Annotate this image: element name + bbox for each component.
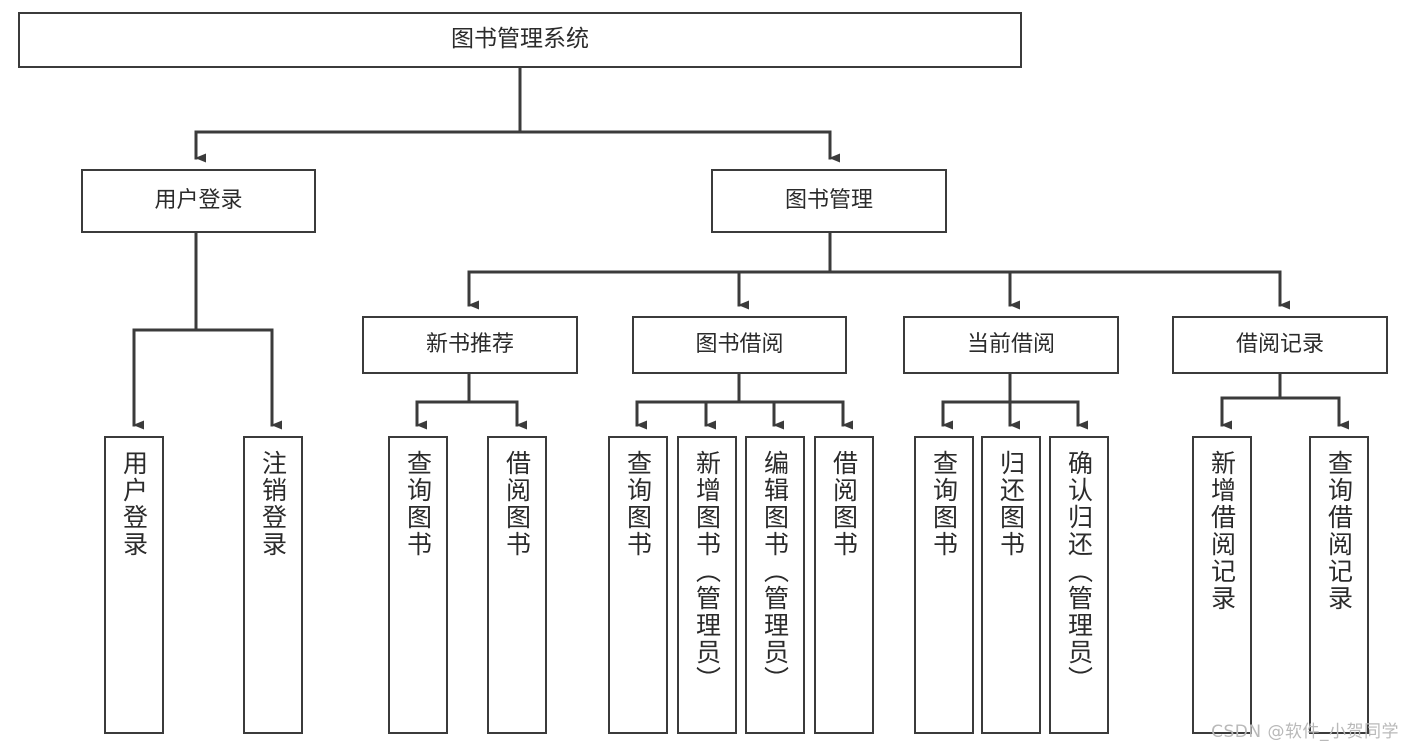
leaf-add-book-admin[interactable]: 新增图书（管理员） <box>677 436 737 734</box>
leaf-confirm-return-admin[interactable]: 确认归还（管理员） <box>1049 436 1109 734</box>
leaf-query-book-current[interactable]: 查询图书 <box>914 436 974 734</box>
leaf-borrow-book-recommend[interactable]: 借阅图书 <box>487 436 547 734</box>
node-label: 借阅图书 <box>829 450 859 558</box>
node-label: 当前借阅 <box>966 332 1055 358</box>
node-new-book-recommend[interactable]: 新书推荐 <box>362 316 578 374</box>
node-label: 确认归还（管理员） <box>1064 450 1094 693</box>
leaf-return-book[interactable]: 归还图书 <box>981 436 1041 734</box>
node-label: 图书管理 <box>784 188 873 214</box>
node-root-book-management-system[interactable]: 图书管理系统 <box>18 12 1022 68</box>
node-label: 注销登录 <box>258 450 288 558</box>
leaf-borrow-book[interactable]: 借阅图书 <box>814 436 874 734</box>
leaf-edit-book-admin[interactable]: 编辑图书（管理员） <box>745 436 805 734</box>
node-label: 借阅记录 <box>1235 332 1324 358</box>
node-label: 查询图书 <box>929 450 959 558</box>
leaf-add-borrow-record[interactable]: 新增借阅记录 <box>1192 436 1252 734</box>
node-label: 查询图书 <box>403 450 433 558</box>
node-label: 用户登录 <box>154 188 243 214</box>
node-label: 图书借阅 <box>695 332 784 358</box>
leaf-user-login[interactable]: 用户登录 <box>104 436 164 734</box>
node-current-borrow[interactable]: 当前借阅 <box>903 316 1119 374</box>
node-borrow-record[interactable]: 借阅记录 <box>1172 316 1388 374</box>
node-label: 新增借阅记录 <box>1207 450 1237 612</box>
node-label: 用户登录 <box>119 450 149 558</box>
leaf-query-borrow-record[interactable]: 查询借阅记录 <box>1309 436 1369 734</box>
node-label: 新增图书（管理员） <box>692 450 722 693</box>
node-label: 新书推荐 <box>425 332 514 358</box>
node-user-login[interactable]: 用户登录 <box>81 169 316 233</box>
node-label: 归还图书 <box>996 450 1026 558</box>
node-label: 编辑图书（管理员） <box>760 450 790 693</box>
leaf-query-book-borrow[interactable]: 查询图书 <box>608 436 668 734</box>
node-book-borrow[interactable]: 图书借阅 <box>632 316 847 374</box>
node-label: 查询图书 <box>623 450 653 558</box>
leaf-query-book-recommend[interactable]: 查询图书 <box>388 436 448 734</box>
node-label: 图书管理系统 <box>451 26 589 53</box>
leaf-user-logout[interactable]: 注销登录 <box>243 436 303 734</box>
node-label: 借阅图书 <box>502 450 532 558</box>
node-label: 查询借阅记录 <box>1324 450 1354 612</box>
csdn-watermark: CSDN @软件_小贺同学 <box>1211 722 1399 742</box>
node-book-management[interactable]: 图书管理 <box>711 169 947 233</box>
